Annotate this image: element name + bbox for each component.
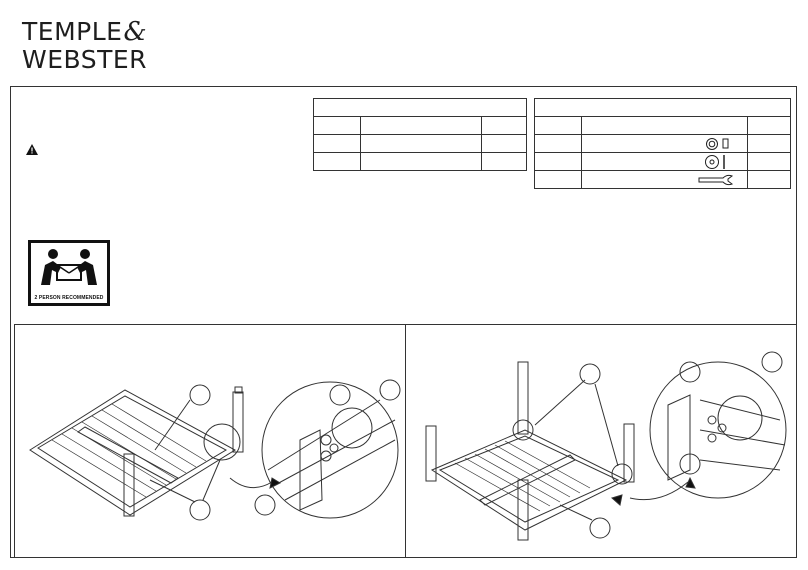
hardware-table bbox=[534, 98, 791, 189]
warning-icon bbox=[26, 144, 38, 155]
table-row bbox=[534, 170, 791, 189]
spanner-icon bbox=[698, 174, 734, 186]
brand-line2: WEBSTER bbox=[22, 45, 148, 74]
table-cell bbox=[747, 170, 791, 189]
nut-icon bbox=[706, 138, 729, 150]
step-panel-right bbox=[405, 324, 797, 558]
table-cell bbox=[481, 152, 527, 171]
badge-caption: 2 PERSON RECOMMENDED bbox=[34, 295, 104, 301]
two-person-badge: 2 PERSON RECOMMENDED bbox=[28, 240, 110, 306]
table-frame-diagram-right bbox=[425, 351, 787, 541]
brand-ampersand: & bbox=[123, 17, 148, 47]
brand-line1: TEMPLE bbox=[22, 17, 123, 46]
table-row bbox=[313, 152, 527, 171]
table-row bbox=[313, 134, 527, 153]
washer-icon bbox=[705, 155, 725, 169]
table-row bbox=[534, 152, 791, 171]
table-cell bbox=[581, 170, 748, 189]
brand-logo: TEMPLE& WEBSTER bbox=[22, 18, 147, 73]
parts-table-a bbox=[313, 98, 527, 171]
table-frame-diagram-left bbox=[29, 379, 401, 521]
two-person-lift-icon bbox=[41, 249, 97, 285]
